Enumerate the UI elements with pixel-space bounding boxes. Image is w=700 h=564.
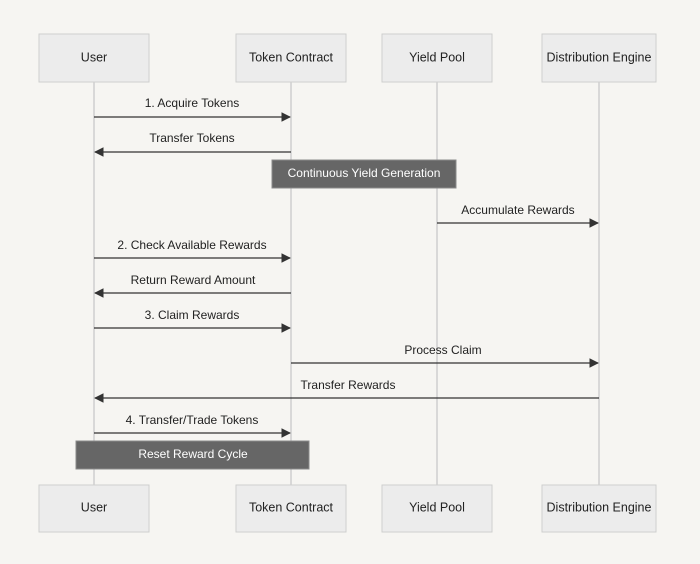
note-reset-reward-cycle-label: Reset Reward Cycle: [138, 447, 248, 461]
message-return-reward-amount-label: Return Reward Amount: [131, 273, 256, 287]
actor-token-contract-bottom: Token Contract: [235, 484, 347, 533]
actor-user-top-label: User: [81, 50, 107, 64]
actor-token-contract-top-label: Token Contract: [249, 50, 334, 64]
message-claim-rewards-label: 3. Claim Rewards: [145, 308, 240, 322]
actor-user-bottom-label: User: [81, 500, 107, 514]
actor-distribution-engine-bottom: Distribution Engine: [541, 484, 657, 533]
actor-distribution-engine-bottom-label: Distribution Engine: [547, 500, 652, 514]
actor-token-contract-top: Token Contract: [235, 33, 347, 83]
message-accumulate-rewards-label: Accumulate Rewards: [461, 203, 574, 217]
note-continuous-yield-generation-label: Continuous Yield Generation: [288, 166, 441, 180]
actor-user-bottom: User: [38, 484, 150, 533]
actor-yield-pool-top: Yield Pool: [381, 33, 493, 83]
actor-distribution-engine-top-label: Distribution Engine: [547, 50, 652, 64]
actor-token-contract-bottom-label: Token Contract: [249, 500, 334, 514]
actor-yield-pool-bottom: Yield Pool: [381, 484, 493, 533]
message-acquire-tokens-label: 1. Acquire Tokens: [145, 96, 240, 110]
message-transfer-tokens-label: Transfer Tokens: [149, 131, 234, 145]
message-transfer-rewards-label: Transfer Rewards: [301, 378, 396, 392]
actor-yield-pool-top-label: Yield Pool: [409, 50, 465, 64]
note-continuous-yield-generation: Continuous Yield Generation: [271, 159, 457, 189]
message-transfer-trade-tokens-label: 4. Transfer/Trade Tokens: [126, 413, 259, 427]
actor-distribution-engine-top: Distribution Engine: [541, 33, 657, 83]
actor-yield-pool-bottom-label: Yield Pool: [409, 500, 465, 514]
message-check-available-rewards-label: 2. Check Available Rewards: [117, 238, 266, 252]
note-reset-reward-cycle: Reset Reward Cycle: [75, 440, 310, 470]
actor-user-top: User: [38, 33, 150, 83]
message-process-claim-label: Process Claim: [404, 343, 481, 357]
